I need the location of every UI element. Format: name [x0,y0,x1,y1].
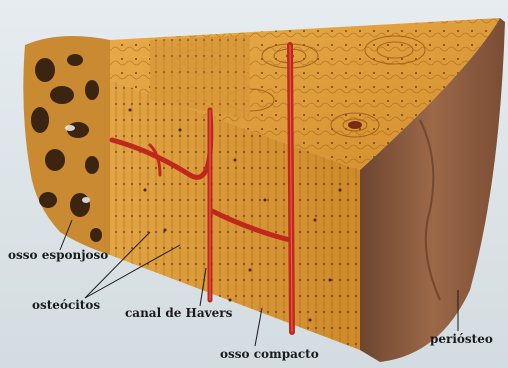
label-osteocitos: osteócitos [32,298,100,312]
label-osso-compacto: osso compacto [220,347,319,361]
label-periostio: periósteo [430,332,493,346]
label-osso-esponjoso: osso esponjoso [8,248,108,262]
label-canal-de-havers: canal de Havers [125,306,232,320]
